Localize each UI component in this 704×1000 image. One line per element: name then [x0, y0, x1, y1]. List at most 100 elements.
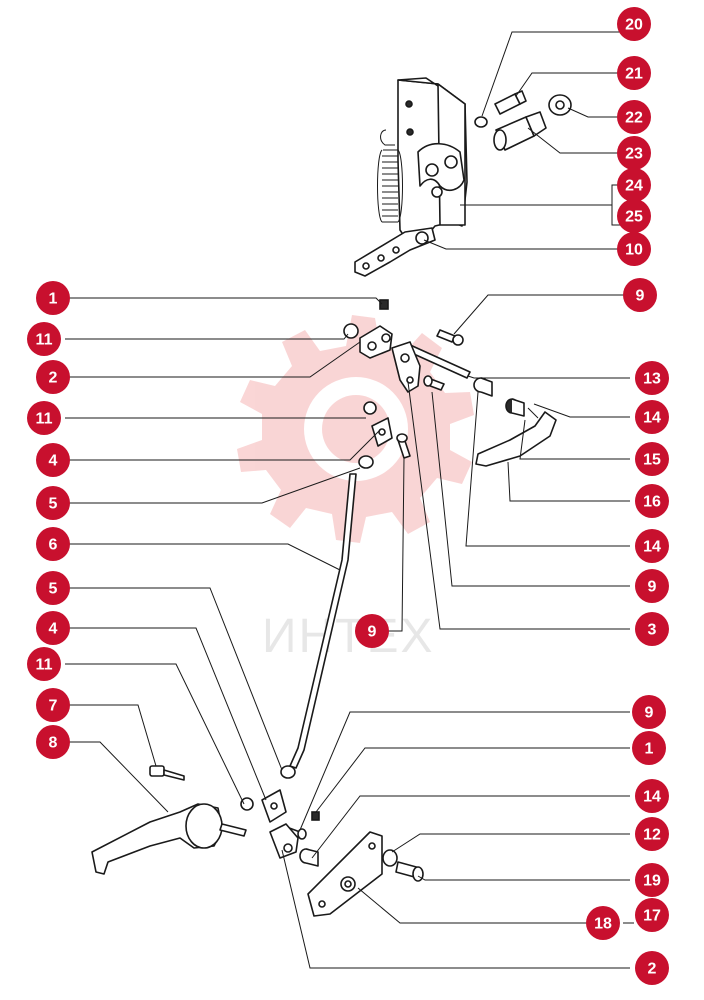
callout-9: 9: [623, 278, 657, 312]
svg-text:19: 19: [643, 873, 661, 890]
svg-text:11: 11: [36, 411, 53, 428]
part-bolt-9: [436, 329, 464, 346]
svg-text:2: 2: [648, 961, 657, 978]
callout-5b: 5: [36, 571, 70, 605]
callout-22: 22: [617, 100, 651, 134]
watermark-text: ИНТЕХ: [262, 610, 435, 663]
part-bolt-19: [395, 861, 424, 882]
part-bushing-14: [473, 377, 493, 397]
svg-text:25: 25: [625, 209, 643, 226]
part-washer-20: [474, 116, 488, 128]
part-screw-15: [527, 407, 539, 419]
part-bushing-14c: [299, 848, 319, 867]
callout-15: 15: [635, 442, 669, 476]
part-screw-1: [379, 299, 389, 310]
callout-21: 21: [617, 56, 651, 90]
callout-13: 13: [635, 361, 669, 395]
svg-text:11: 11: [36, 332, 53, 349]
lock-body-assembly: [354, 77, 468, 277]
svg-text:18: 18: [594, 916, 612, 933]
svg-text:7: 7: [49, 698, 58, 715]
svg-text:1: 1: [49, 291, 58, 308]
callout-12: 12: [635, 817, 669, 851]
part-clevis-4b: [261, 789, 287, 823]
svg-text:22: 22: [625, 110, 643, 127]
callout-14c: 14: [635, 779, 669, 813]
svg-text:9: 9: [648, 579, 657, 596]
leader-lines: [65, 31, 634, 969]
watermark-gear-icon: [237, 315, 474, 543]
callout-20: 20: [617, 7, 651, 41]
part-washer-12: [382, 849, 398, 867]
svg-text:4: 4: [49, 621, 58, 638]
callout-8: 8: [36, 725, 70, 759]
callout-23: 23: [617, 136, 651, 170]
svg-text:9: 9: [636, 288, 645, 305]
part-bracket-3: [391, 341, 421, 393]
svg-text:21: 21: [625, 66, 643, 83]
svg-text:9: 9: [368, 624, 377, 641]
svg-text:2: 2: [49, 370, 58, 387]
svg-text:5: 5: [49, 496, 58, 513]
part-lever-2b: [269, 823, 299, 859]
svg-text:11: 11: [36, 657, 53, 674]
svg-text:4: 4: [49, 453, 58, 470]
part-nut-5b: [280, 765, 296, 779]
callout-11b: 11: [27, 401, 61, 435]
callout-18: 18: [586, 906, 620, 940]
callout-2b: 2: [635, 951, 669, 985]
callouts: 20 21 22 23 24 25 10 1: [27, 7, 669, 985]
svg-text:8: 8: [49, 735, 58, 752]
part-nut-11b: [363, 401, 377, 415]
svg-text:14: 14: [643, 410, 661, 427]
svg-text:3: 3: [648, 622, 657, 639]
part-bolt-9b: [423, 375, 445, 391]
callout-6: 6: [36, 527, 70, 561]
callout-9b: 9: [635, 569, 669, 603]
part-handle-8: [91, 803, 247, 875]
part-washer-22: [548, 94, 572, 116]
callout-9c: 9: [355, 614, 389, 648]
part-clevis-4: [371, 417, 393, 447]
callout-14b: 14: [635, 529, 669, 563]
part-screw-1b: [311, 811, 320, 821]
callout-2: 2: [36, 360, 70, 394]
callout-1: 1: [36, 281, 70, 315]
svg-text:5: 5: [49, 581, 58, 598]
part-handle-16: [475, 411, 557, 467]
callout-16: 16: [635, 484, 669, 518]
callout-17: 17: [635, 898, 669, 932]
callout-24: 24: [617, 168, 651, 202]
callout-7: 7: [36, 688, 70, 722]
part-striker-23: [493, 111, 547, 151]
part-lever-2: [359, 325, 393, 359]
callout-4b: 4: [36, 611, 70, 645]
part-nut-5: [358, 455, 374, 469]
callout-10: 10: [617, 232, 651, 266]
svg-text:23: 23: [625, 146, 643, 163]
part-nut-11c: [240, 797, 254, 811]
svg-text:10: 10: [625, 242, 643, 259]
svg-text:9: 9: [645, 705, 654, 722]
svg-text:24: 24: [625, 178, 643, 195]
svg-text:16: 16: [643, 494, 661, 511]
callout-3: 3: [635, 612, 669, 646]
svg-text:14: 14: [643, 789, 661, 806]
callout-5: 5: [36, 486, 70, 520]
svg-text:17: 17: [643, 908, 661, 925]
part-bushing-14b: [505, 398, 525, 417]
part-bolt-21: [494, 90, 527, 115]
callout-19: 19: [635, 863, 669, 897]
callout-14: 14: [635, 400, 669, 434]
callout-11c: 11: [27, 647, 61, 681]
svg-text:14: 14: [643, 539, 661, 556]
callout-11: 11: [27, 322, 61, 356]
callout-25: 25: [617, 199, 651, 233]
callout-4: 4: [36, 443, 70, 477]
watermark: ИНТЕХ: [237, 315, 474, 663]
part-key-7: [149, 765, 185, 781]
svg-text:15: 15: [643, 452, 661, 469]
svg-text:1: 1: [645, 741, 654, 758]
callout-1b: 1: [632, 731, 666, 765]
